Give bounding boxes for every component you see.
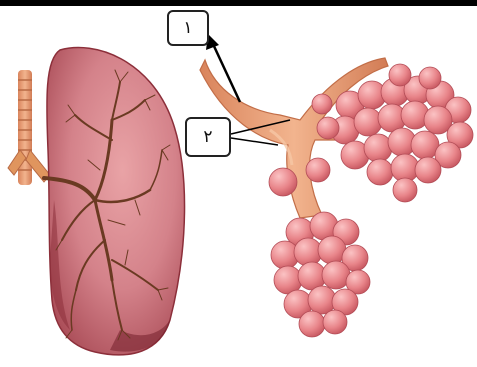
label-1-text: ١ <box>183 18 192 38</box>
label-1: ١ <box>167 10 209 46</box>
trachea <box>8 70 50 185</box>
bronchiole-alveoli <box>200 58 473 337</box>
label-2: ٢ <box>185 117 231 157</box>
lung <box>8 48 185 355</box>
alveolar-sac-bottom <box>271 212 370 337</box>
label-2-text: ٢ <box>203 127 212 147</box>
